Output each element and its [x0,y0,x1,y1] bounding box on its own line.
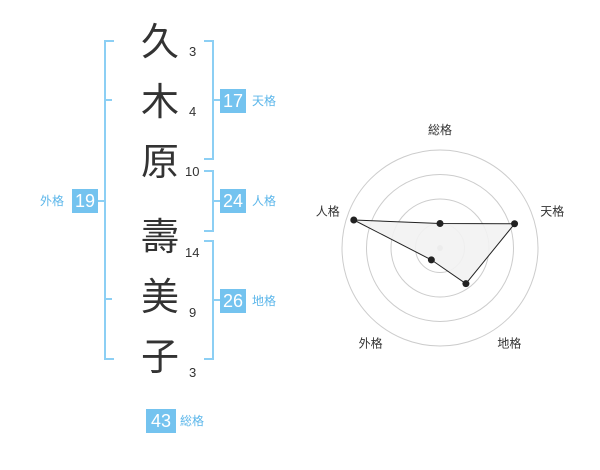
radar-point-3 [462,280,470,288]
radar-ring-4 [341,149,539,347]
radar-axis-label-4: 外格 [359,336,383,351]
chikaku-label: 地格 [252,294,277,308]
radar-point-2 [511,220,519,228]
name-char-6: 子 [140,335,179,379]
radar-axis-label-2: 天格 [540,204,564,219]
stroke-count-6: 3 [189,365,197,380]
gaikaku-bracket-tick [96,200,104,202]
tenkaku-value: 17 [220,89,246,113]
radar-point-4 [427,256,435,264]
radar-axis-label-3: 地格 [497,336,521,351]
radar-value-polygon [353,219,516,285]
tenkaku-label: 天格 [252,94,277,108]
stroke-count-2: 4 [189,104,197,119]
jinkaku-label: 人格 [252,194,277,208]
jinkaku-bracket-tick [212,200,220,202]
chikaku-value: 26 [220,289,246,313]
stroke-count-3: 10 [185,164,200,179]
radar-point-1 [436,220,444,227]
gaikaku-inner-tick-top [104,99,112,101]
stroke-count-4: 14 [185,245,200,260]
radar-axis-label-5: 人格 [316,204,340,219]
stroke-count-5: 9 [189,305,197,320]
name-char-3: 原 [140,140,179,184]
name-char-2: 木 [140,80,179,124]
name-char-4: 壽 [140,215,179,259]
soukaku-value: 43 [146,409,176,433]
soukaku-label: 総格 [180,414,205,428]
chikaku-bracket-tick [212,299,220,301]
radar-axis-label-1: 総格 [428,122,452,137]
tenkaku-bracket-tick [212,99,220,101]
gaikaku-label: 外格 [40,194,65,208]
name-char-1: 久 [140,20,179,64]
radar-point-5 [350,216,358,224]
gaikaku-bracket [104,40,114,360]
jinkaku-value: 24 [220,189,246,213]
gaikaku-inner-tick-bottom [104,298,112,300]
name-char-5: 美 [140,275,179,319]
stroke-count-1: 3 [189,44,197,59]
gaikaku-value: 19 [72,189,98,213]
radar-ring-3 [366,174,514,322]
